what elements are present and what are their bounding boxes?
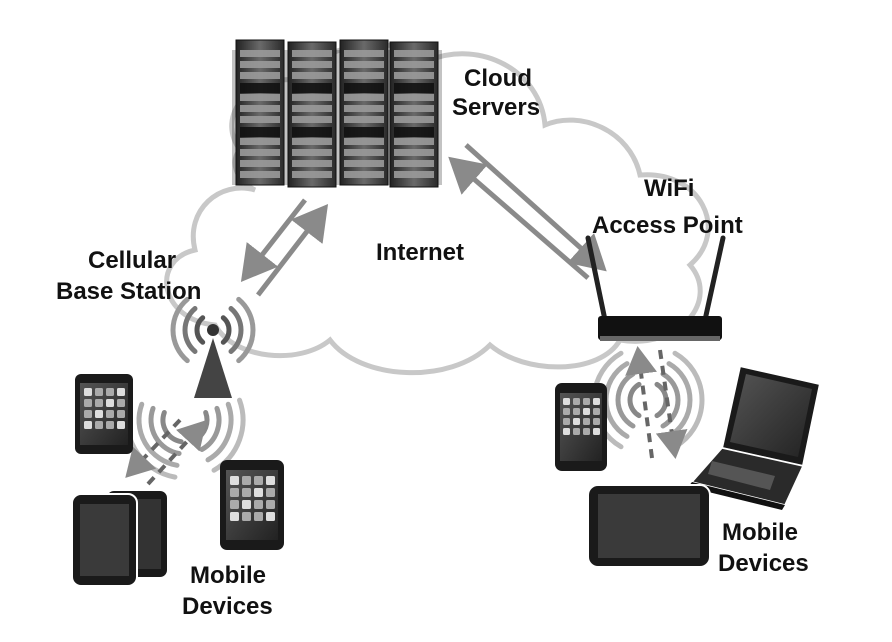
mobile-devices-right-label: Mobile Devices — [718, 519, 809, 577]
internet-label: Internet — [376, 239, 464, 266]
phone-icon — [75, 374, 133, 454]
wifi-label-line1: WiFi — [644, 175, 694, 202]
smartphone-icon — [220, 460, 284, 550]
wifi-label-line2: Access Point — [592, 212, 743, 239]
phone-right-icon — [555, 383, 607, 471]
arrow-up-from-cellular — [256, 204, 329, 297]
tablet-right-icon — [587, 484, 711, 568]
cellular-base-station-label: Cellular Base Station — [56, 247, 201, 305]
mobile-right-line2: Devices — [718, 550, 809, 577]
dashed-arrow-left-down — [125, 418, 182, 478]
mobile-right-line1: Mobile — [722, 519, 798, 546]
dashed-arrow-right-up — [625, 346, 657, 459]
tablet-front-icon — [71, 493, 138, 587]
cloud-servers-label: Cloud Servers — [452, 65, 540, 121]
dashed-arrow-left-up — [146, 420, 207, 486]
mobile-devices-left-label: Mobile Devices — [182, 562, 273, 620]
arrows — [240, 143, 607, 297]
cloud-servers-label-line2: Servers — [452, 94, 540, 121]
cellular-label-line2: Base Station — [56, 278, 201, 305]
mobile-left-line2: Devices — [182, 593, 273, 620]
mobile-left-line1: Mobile — [190, 562, 266, 589]
arrow-up-from-wifi — [448, 156, 590, 280]
cellular-label-line1: Cellular — [88, 247, 176, 274]
signal-waves-right-icon — [591, 350, 705, 450]
arrow-down-to-wifi — [464, 143, 607, 272]
cellular-tower-icon — [170, 296, 256, 398]
wifi-access-point-label: WiFi Access Point — [592, 175, 743, 239]
dashed-arrow-right-down — [655, 349, 688, 459]
cloud-servers-icon — [232, 39, 442, 188]
cloud-servers-label-line1: Cloud — [464, 65, 532, 92]
laptop-icon — [688, 364, 822, 510]
wifi-router-icon — [585, 235, 726, 341]
